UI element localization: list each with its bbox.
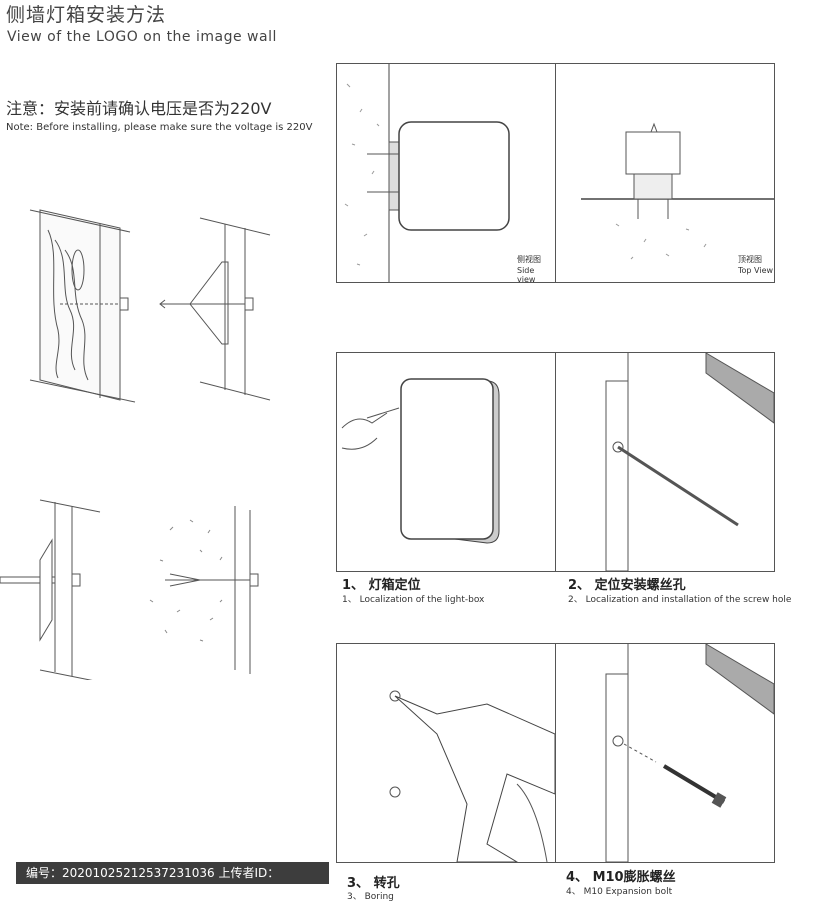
page-title: 侧墙灯箱安装方法: [6, 4, 167, 26]
side-view-drawing: [344, 64, 510, 282]
page-subtitle: View of the LOGO on the image wall: [7, 29, 277, 45]
step2-caption-cn: 2、 定位安装螺丝孔: [568, 578, 686, 593]
step1-drawing: [341, 378, 500, 544]
step2-drawing: [605, 353, 774, 571]
step4-caption-en: 4、 M10 Expansion bolt: [566, 887, 673, 897]
footer-id-bar: 编号：20201025212537231036 上传者ID：2363276: [16, 862, 329, 902]
voltage-note-cn: 注意：安装前请确认电压是否为220V: [6, 99, 272, 118]
side-view-label-cn: 侧视图: [517, 255, 541, 264]
voltage-note-en: Note: Before installing, please make sur…: [6, 122, 313, 133]
anchor-illustrations: [0, 209, 271, 680]
step3-caption-en: 3、 Boring: [347, 892, 394, 902]
step3-caption-cn: 3、 转孔: [347, 876, 400, 891]
step3-panel: [336, 643, 556, 863]
side-view-panel: 侧视图 Side view: [336, 63, 556, 283]
step3-drawing: [389, 690, 555, 862]
step1-panel: [336, 352, 556, 572]
top-view-drawing: [581, 122, 774, 260]
step2-panel: [555, 352, 775, 572]
step1-caption-en: 1、 Localization of the light-box: [342, 595, 485, 605]
step4-panel: [555, 643, 775, 863]
side-view-label-en: Side view: [517, 266, 536, 283]
step2-caption-en: 2、 Localization and installation of the …: [568, 595, 792, 605]
wood-wall-screw: [29, 209, 136, 403]
plasterboard-butterfly-anchor: [159, 217, 271, 401]
hollow-wall-toggle-anchor: [0, 499, 101, 680]
step4-drawing: [605, 644, 774, 862]
top-view-label-cn: 顶视图: [738, 255, 762, 264]
top-view-label-en: Top View: [738, 266, 774, 275]
concrete-expansion-bolt: [149, 506, 259, 674]
top-view-panel: 顶视图 Top View: [555, 63, 775, 283]
step4-caption-cn: 4、 M10膨胀螺丝: [566, 870, 676, 885]
footer-id-text: 编号：20201025212537231036 上传者ID：2363276: [26, 866, 280, 902]
step1-caption-cn: 1、 灯箱定位: [342, 578, 421, 593]
